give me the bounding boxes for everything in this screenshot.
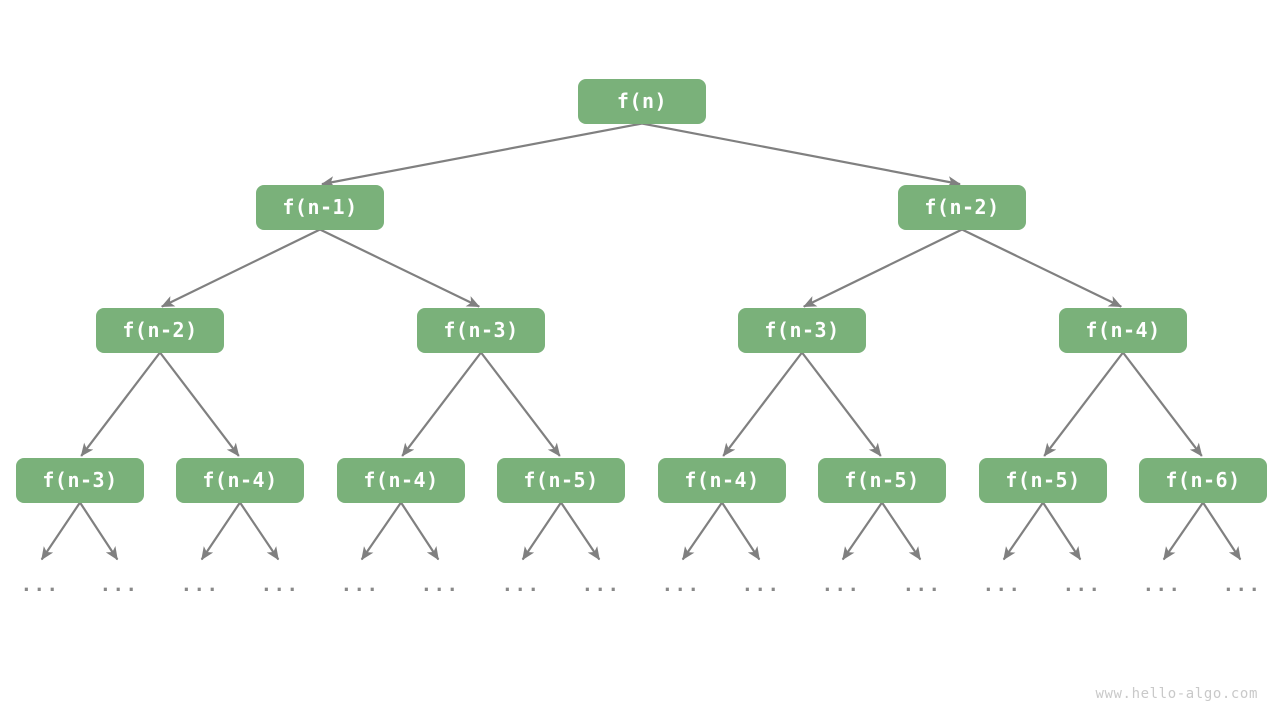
tree-node-label: f(n-2) [924,195,1000,219]
tree-edge-n3-n8 [159,351,240,457]
ellipsis-label-e3: ... [260,574,300,596]
tree-node-n7: f(n-3) [16,457,144,503]
tree-node-label: f(n-1) [282,195,358,219]
ellipsis-label-e13: ... [1062,574,1102,596]
tree-node-label: f(n-4) [1085,318,1161,342]
tree-edge-n4-n9 [401,351,482,457]
tree-node-n3: f(n-2) [96,307,224,353]
tree-edge-n1-n4 [319,228,480,308]
tree-node-n8: f(n-4) [176,457,304,503]
ellipsis-edge-e2 [200,501,241,561]
ellipsis-label-e9: ... [741,574,781,596]
tree-node-label: f(n-3) [42,468,118,492]
tree-node-label: f(n-2) [122,318,198,342]
ellipsis-label-e15: ... [1222,574,1262,596]
tree-node-n0: f(n) [578,78,706,124]
ellipsis-edge-e14 [1162,501,1204,561]
ellipsis-label-e11: ... [902,574,942,596]
tree-node-n5: f(n-3) [738,307,866,353]
ellipsis-edges [40,501,1242,561]
ellipsis-edge-e6 [521,501,562,561]
tree-node-n2: f(n-2) [898,184,1026,230]
ellipsis-edge-e8 [681,501,723,561]
tree-node-n10: f(n-5) [497,457,625,503]
tree-node-label: f(n-5) [523,468,599,492]
tree-node-label: f(n-3) [443,318,519,342]
tree-node-n6: f(n-4) [1059,307,1187,353]
ellipsis-label-e4: ... [340,574,380,596]
ellipsis-edge-e5 [400,501,440,561]
ellipsis-label-e8: ... [661,574,701,596]
ellipsis-edge-e9 [721,501,761,561]
ellipsis-edge-e15 [1202,501,1242,561]
ellipsis-edge-e11 [881,501,922,561]
tree-node-n14: f(n-6) [1139,457,1267,503]
tree-node-label: f(n-5) [1005,468,1081,492]
ellipsis-edge-e4 [360,501,402,561]
tree-node-label: f(n-4) [684,468,760,492]
ellipsis-edge-e13 [1042,501,1082,561]
tree-node-n11: f(n-4) [658,457,786,503]
tree-node-label: f(n-4) [202,468,278,492]
tree-node-label: f(n-5) [844,468,920,492]
tree-node-label: f(n) [616,89,668,113]
watermark: www.hello-algo.com [1095,686,1258,702]
ellipsis-edge-e10 [841,501,883,561]
ellipsis-label-e12: ... [982,574,1022,596]
ellipsis-label-e1: ... [99,574,139,596]
tree-edge-n6-n14 [1122,351,1203,457]
ellipsis-edge-e7 [560,501,601,561]
tree-edges [80,122,1203,457]
tree-node-label: f(n-6) [1165,468,1241,492]
ellipsis-label-e2: ... [180,574,220,596]
ellipsis-label-e6: ... [501,574,541,596]
tree-node-n9: f(n-4) [337,457,465,503]
tree-edge-n2-n5 [803,228,963,308]
ellipsis-label-e5: ... [420,574,460,596]
tree-edge-n0-n1 [321,122,643,188]
ellipsis-edge-e3 [239,501,280,561]
ellipsis-label-e0: ... [20,574,60,596]
ellipsis-label-e10: ... [821,574,861,596]
tree-edge-n0-n2 [641,122,961,188]
tree-node-n1: f(n-1) [256,184,384,230]
ellipsis-edge-e12 [1002,501,1044,561]
tree-edge-n1-n3 [161,228,321,308]
ellipsis-edge-e0 [40,501,81,561]
tree-node-n12: f(n-5) [818,457,946,503]
tree-edge-n4-n10 [480,351,561,457]
tree-edge-n5-n12 [801,351,882,457]
tree-node-label: f(n-4) [363,468,439,492]
tree-node-n4: f(n-3) [417,307,545,353]
tree-edge-n5-n11 [722,351,803,457]
ellipsis-label-e7: ... [581,574,621,596]
ellipsis-edge-e1 [79,501,119,561]
tree-node-n13: f(n-5) [979,457,1107,503]
tree-edge-n3-n7 [80,351,161,457]
ellipsis-label-e14: ... [1142,574,1182,596]
tree-edge-n6-n13 [1043,351,1124,457]
tree-edge-n2-n6 [961,228,1122,308]
tree-node-label: f(n-3) [764,318,840,342]
